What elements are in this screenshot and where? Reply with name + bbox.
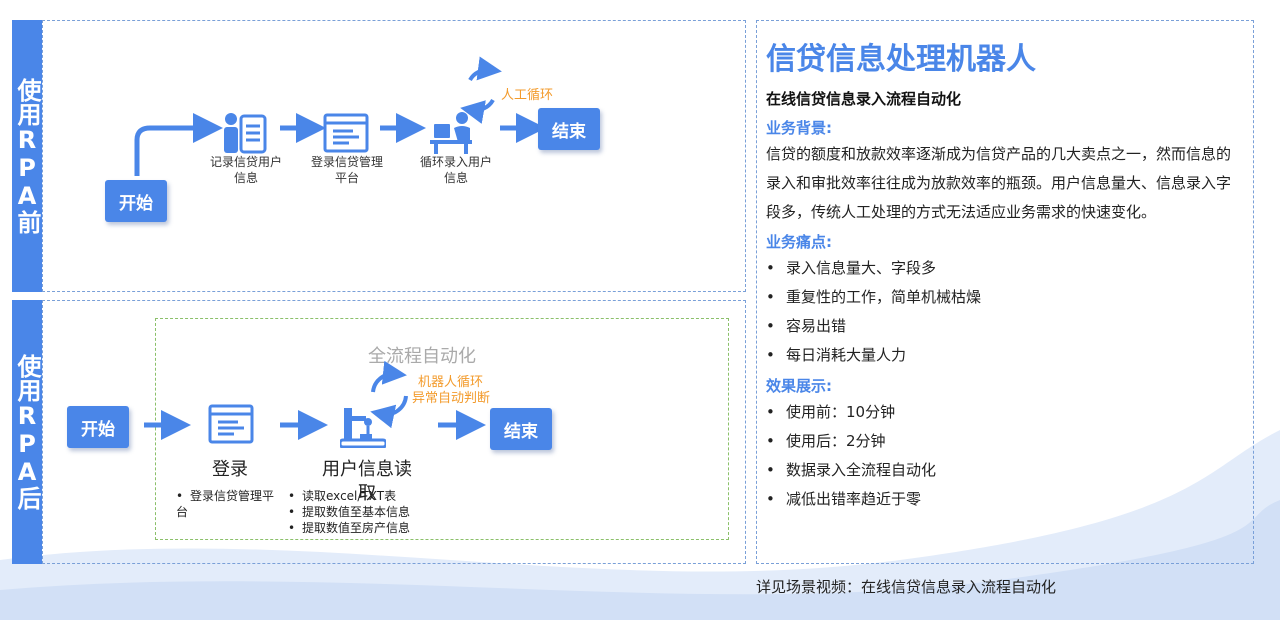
list-item: 使用前：10分钟: [766, 398, 936, 427]
list-item: 读取excel/TXT表: [288, 488, 438, 504]
list-item: 提取数值至房产信息: [288, 520, 438, 536]
after-panel: [42, 300, 746, 564]
robot-arm-icon: [340, 408, 386, 448]
before-step-1-label: 记录信贷用户信息: [210, 155, 283, 185]
effect-list: 使用前：10分钟 使用后：2分钟 数据录入全流程自动化 减低出错率趋近于零: [766, 398, 936, 514]
effect-heading: 效果展示:: [766, 377, 832, 395]
login-window-icon: [208, 404, 254, 444]
list-item: 每日消耗大量人力: [766, 341, 981, 370]
footer-video-note: 详见场景视频：在线信贷信息录入流程自动化: [756, 578, 1057, 596]
before-end-button[interactable]: 结束: [538, 108, 600, 150]
login-step-list: 登录信贷管理平台: [176, 488, 276, 520]
background-heading: 业务背景:: [766, 119, 832, 137]
description-panel: [756, 20, 1254, 564]
robot-loop-label: 机器人循环: [418, 375, 484, 390]
tab-before-rpa: 使用RPA前: [12, 20, 42, 292]
list-item: 录入信息量大、字段多: [766, 254, 981, 283]
list-item: 容易出错: [766, 312, 981, 341]
pain-list: 录入信息量大、字段多 重复性的工作，简单机械枯燥 容易出错 每日消耗大量人力: [766, 254, 981, 370]
before-flow-arrows: [134, 56, 546, 176]
before-start-button[interactable]: 开始: [105, 180, 167, 222]
person-document-icon: [224, 113, 267, 154]
manual-loop-label: 人工循环: [501, 88, 554, 103]
before-step-2-label: 登录信贷管理平台: [310, 155, 383, 185]
list-item: 减低出错率趋近于零: [766, 485, 936, 514]
list-item: 使用后：2分钟: [766, 427, 936, 456]
pain-heading: 业务痛点:: [766, 233, 832, 251]
worker-at-desk-icon: [430, 112, 472, 154]
list-item: 重复性的工作，简单机械枯燥: [766, 283, 981, 312]
browser-window-icon: [323, 113, 369, 153]
tab-after-rpa: 使用RPA后: [12, 300, 42, 564]
before-panel: [42, 20, 746, 292]
after-end-button[interactable]: 结束: [490, 408, 552, 450]
read-info-step-list: 读取excel/TXT表 提取数值至基本信息 提取数值至房产信息: [288, 488, 438, 536]
after-flow-arrows: [144, 360, 486, 440]
login-step-title: 登录: [212, 459, 248, 480]
subtitle: 在线信贷信息录入流程自动化: [766, 90, 962, 108]
page-title: 信贷信息处理机器人: [766, 42, 1036, 77]
full-automation-box: [155, 318, 729, 540]
auto-judge-label: 异常自动判断: [412, 391, 491, 406]
after-start-button[interactable]: 开始: [67, 406, 129, 448]
before-step-3-label: 循环录入用户信息: [420, 155, 493, 185]
background-text: 信贷的额度和放款效率逐渐成为信贷产品的几大卖点之一，然而信息的录入和审批效率往往…: [766, 145, 1232, 221]
list-item: 数据录入全流程自动化: [766, 456, 936, 485]
list-item: 登录信贷管理平台: [176, 488, 276, 520]
list-item: 提取数值至基本信息: [288, 504, 438, 520]
